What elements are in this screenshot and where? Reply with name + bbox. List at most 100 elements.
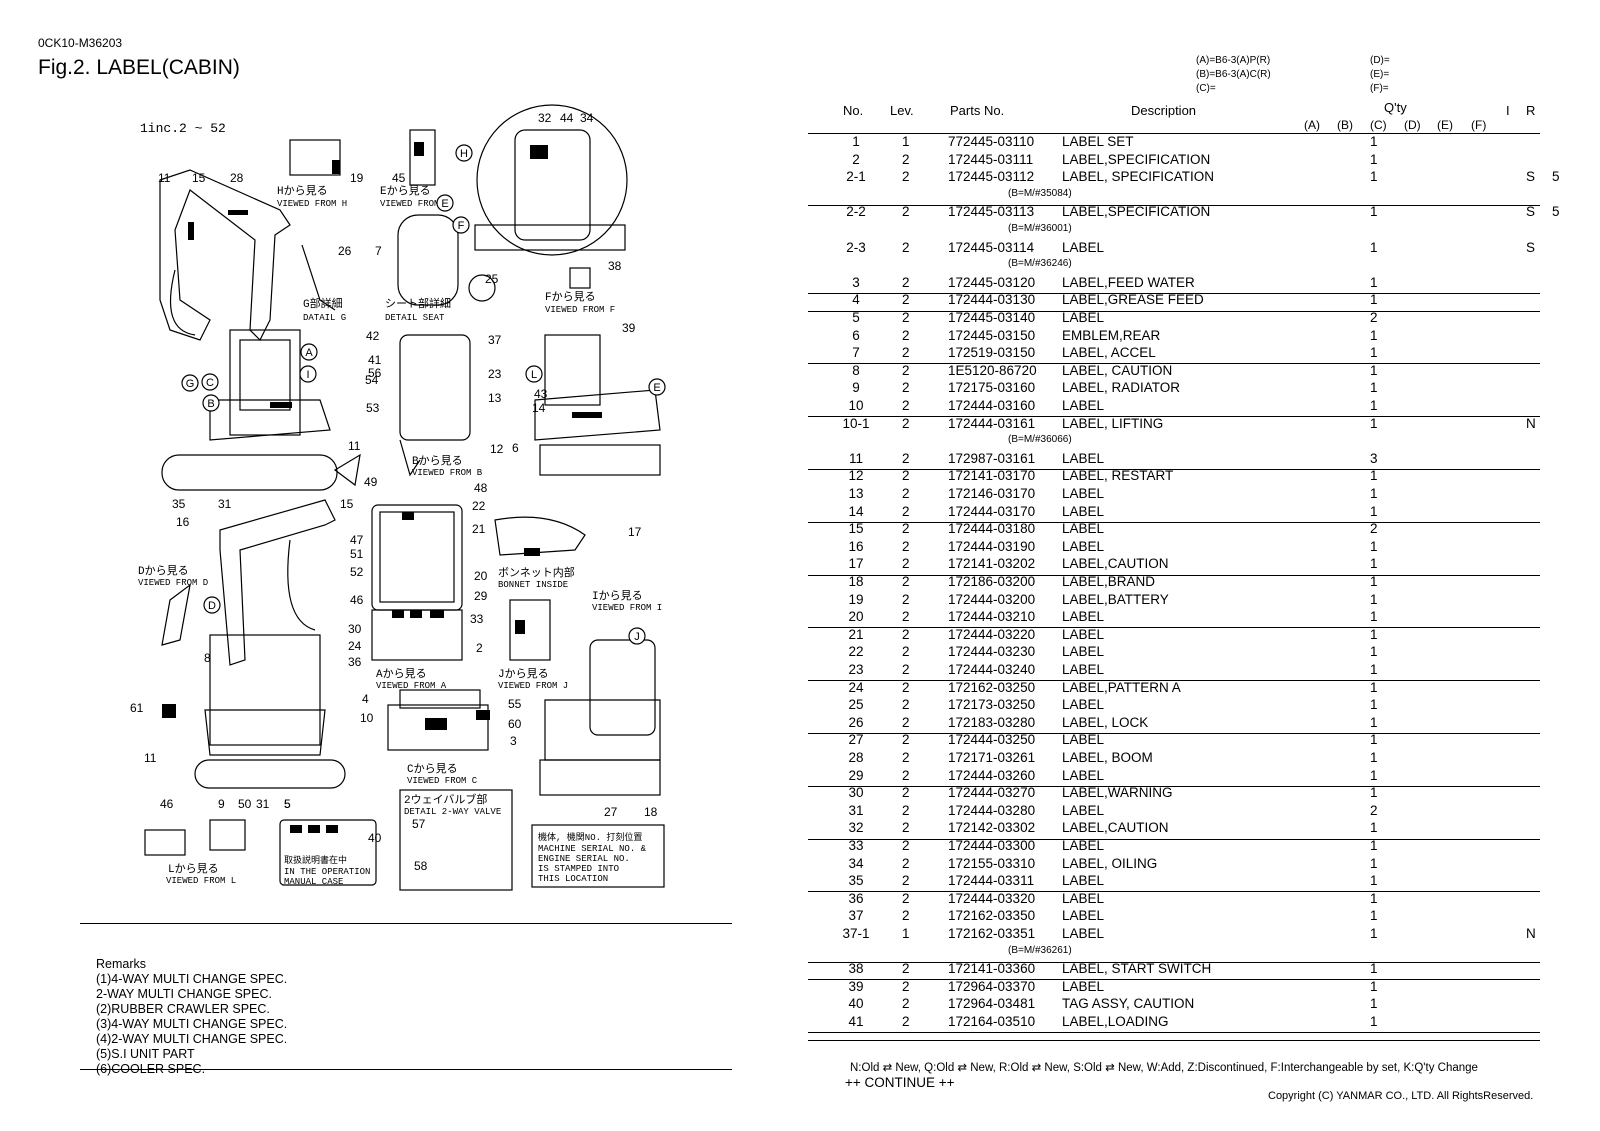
circled-marker-letter: B: [207, 398, 214, 410]
svg-text:G部詳細: G部詳細: [303, 296, 343, 311]
svg-text:VIEWED FROM B: VIEWED FROM B: [412, 468, 483, 478]
part-description: LABEL: [1062, 486, 1105, 501]
part-description: LABEL: [1062, 450, 1105, 466]
serial-condition: (B=M/#36261): [1008, 944, 1072, 956]
part-level: 2: [902, 855, 910, 871]
callout-number: 17: [628, 525, 642, 539]
callout-number: 26: [338, 244, 352, 258]
header-no: No.: [843, 103, 864, 118]
part-qty-b: 1: [1370, 662, 1378, 677]
circled-marker: B: [202, 394, 220, 412]
part-number: 172444-03130: [948, 292, 1036, 308]
header-col-f: (F): [1471, 118, 1487, 132]
part-qty-b: 1: [1370, 697, 1378, 713]
legend-entry: (F)=: [1370, 83, 1389, 94]
part-number: 172445-03112: [948, 169, 1035, 185]
part-number: 172445-03140: [948, 310, 1036, 325]
part-level: 2: [902, 574, 910, 589]
remarks-line: 2-WAY MULTI CHANGE SPEC.: [96, 987, 272, 1001]
header-i: I: [1506, 103, 1510, 118]
part-no: 27: [848, 732, 864, 748]
copyright: Copyright (C) YANMAR CO., LTD. All Right…: [1268, 1090, 1534, 1102]
part-level: 2: [902, 415, 910, 431]
svg-text:DETAIL SEAT: DETAIL SEAT: [385, 313, 445, 323]
part-level: 2: [902, 802, 910, 818]
part-qty-b: 1: [1370, 626, 1378, 642]
part-no: 2-1: [846, 169, 866, 185]
part-number: 172173-03250: [948, 697, 1036, 713]
part-level: 2: [902, 750, 910, 765]
svg-text:BONNET INSIDE: BONNET INSIDE: [498, 580, 568, 590]
group-rule: [808, 680, 1540, 682]
circled-marker-ring: [300, 343, 318, 361]
group-rule: [808, 468, 1540, 470]
callout-number: 40: [368, 831, 382, 845]
circled-marker-letter: C: [206, 377, 214, 389]
diagram-linework: [144, 104, 665, 891]
part-level: 2: [902, 908, 910, 924]
callout-number: 53: [366, 401, 380, 415]
circled-marker-ring: [201, 373, 219, 391]
part-level: 2: [902, 292, 910, 308]
header-lev: Lev.: [890, 103, 914, 118]
part-description: LABEL,FEED WATER: [1062, 274, 1195, 290]
part-number: 172444-03180: [948, 521, 1036, 537]
part-no: 1: [852, 134, 860, 149]
part-description: LABEL, ACCEL: [1062, 345, 1156, 361]
part-number: 772445-03110: [948, 134, 1035, 149]
svg-text:取扱説明書在中: 取扱説明書在中: [284, 854, 347, 866]
remarks-line: (4)2-WAY MULTI CHANGE SPEC.: [96, 1032, 288, 1046]
svg-text:機体, 機関NO. 打刻位置: 機体, 機関NO. 打刻位置: [538, 831, 642, 843]
part-qty-b: 1: [1370, 362, 1378, 378]
svg-text:VIEWED FROM C: VIEWED FROM C: [407, 776, 478, 786]
callout-number: 13: [488, 391, 502, 405]
callout-number: 16: [176, 515, 190, 529]
callout-number: 19: [350, 171, 364, 185]
part-description: LABEL: [1062, 398, 1105, 413]
callout-number: 2: [476, 641, 483, 655]
part-number: 172146-03170: [948, 486, 1036, 501]
part-qty-b: 2: [1370, 802, 1378, 818]
callout-number: 3: [510, 734, 517, 748]
callout-number: 30: [348, 622, 362, 636]
spec-legend-right: (D)= (E)= (F)=: [1370, 54, 1390, 96]
part-number: 172444-03300: [948, 838, 1036, 853]
part-level: 2: [902, 486, 910, 501]
callout-number: 18: [644, 805, 658, 819]
svg-text:THIS LOCATION: THIS LOCATION: [538, 874, 608, 884]
part-number: 172444-03260: [948, 767, 1036, 783]
part-qty-b: 1: [1370, 873, 1378, 889]
part-description: LABEL, LOCK: [1062, 714, 1149, 730]
svg-text:Eから見る: Eから見る: [380, 184, 431, 198]
part-number: 172162-03350: [948, 908, 1036, 924]
part-description: LABEL: [1062, 732, 1105, 748]
remarks: Remarks (1)4-WAY MULTI CHANGE SPEC. 2-WA…: [96, 957, 287, 1077]
part-description: LABEL,BRAND: [1062, 574, 1156, 589]
svg-text:ボンネット内部: ボンネット内部: [498, 565, 575, 580]
circled-marker: E: [648, 378, 666, 396]
part-description: TAG ASSY, CAUTION: [1062, 996, 1195, 1012]
part-no: 2-3: [846, 239, 866, 255]
callout-number: 11: [144, 751, 157, 765]
part-qty-b: 1: [1370, 415, 1378, 431]
part-number: 172171-03261: [948, 750, 1036, 765]
part-qty-b: 1: [1370, 996, 1378, 1012]
callout-number: 41: [368, 353, 382, 367]
callout-number: 35: [172, 497, 186, 511]
part-qty-b: 1: [1370, 767, 1378, 783]
part-number: 172155-03310: [948, 855, 1036, 871]
